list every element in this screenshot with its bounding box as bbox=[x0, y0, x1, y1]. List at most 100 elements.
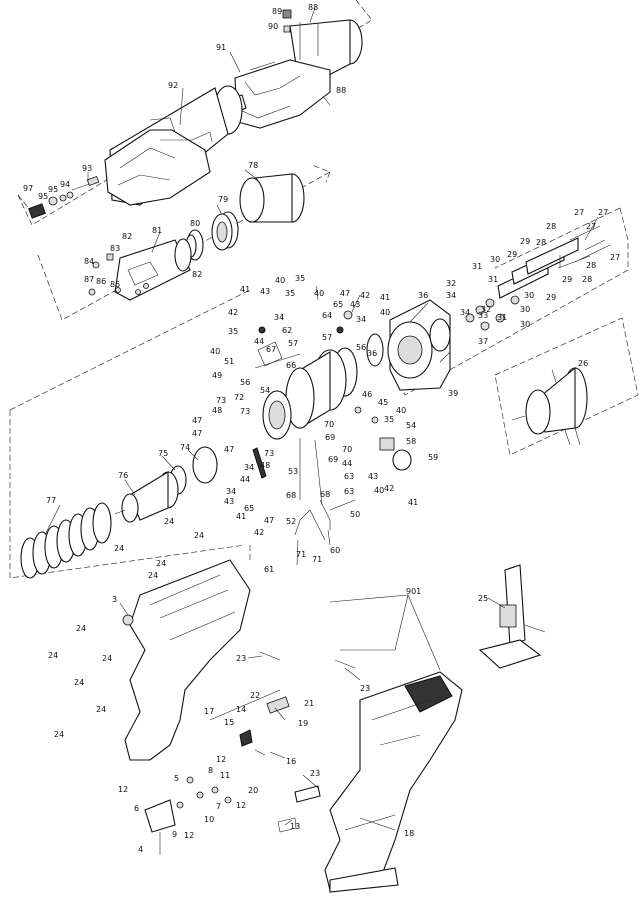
label-40: 40 bbox=[396, 406, 406, 415]
label-16: 16 bbox=[286, 757, 296, 766]
label-66: 66 bbox=[286, 361, 296, 370]
label-24: 24 bbox=[96, 705, 106, 714]
label-71: 71 bbox=[296, 550, 306, 559]
label-30: 30 bbox=[490, 255, 500, 264]
part-92-head-housing bbox=[104, 85, 243, 206]
label-28: 28 bbox=[546, 222, 556, 231]
label-62: 62 bbox=[282, 326, 292, 335]
label-41: 41 bbox=[240, 285, 250, 294]
part-39-cylinder-block bbox=[366, 299, 451, 391]
label-32: 32 bbox=[481, 305, 491, 314]
label-95: 95 bbox=[48, 185, 58, 194]
label-31: 31 bbox=[488, 275, 498, 284]
label-29: 29 bbox=[520, 237, 530, 246]
label-73: 73 bbox=[240, 407, 250, 416]
label-47: 47 bbox=[340, 289, 350, 298]
label-28: 28 bbox=[582, 275, 592, 284]
label-46: 46 bbox=[362, 390, 372, 399]
label-78: 78 bbox=[248, 161, 258, 170]
label-59: 59 bbox=[428, 453, 438, 462]
label-48: 48 bbox=[212, 406, 222, 415]
label-42: 42 bbox=[360, 291, 370, 300]
label-40: 40 bbox=[314, 289, 324, 298]
label-37: 37 bbox=[478, 337, 488, 346]
label-35: 35 bbox=[285, 289, 295, 298]
label-27: 27 bbox=[610, 253, 620, 262]
label-43: 43 bbox=[224, 497, 234, 506]
label-24: 24 bbox=[156, 559, 166, 568]
label-41: 41 bbox=[408, 498, 418, 507]
part-78-cover bbox=[239, 173, 305, 223]
parts-27-34-pistons bbox=[465, 225, 611, 331]
label-76: 76 bbox=[118, 471, 128, 480]
label-65: 65 bbox=[333, 300, 343, 309]
label-24: 24 bbox=[102, 654, 112, 663]
label-97: 97 bbox=[23, 184, 33, 193]
label-901: 901 bbox=[406, 587, 421, 596]
label-24: 24 bbox=[76, 624, 86, 633]
label-27: 27 bbox=[586, 222, 596, 231]
label-23: 23 bbox=[310, 769, 320, 778]
label-82: 82 bbox=[122, 232, 132, 241]
label-56: 56 bbox=[240, 378, 250, 387]
part-81-crank-housing bbox=[88, 238, 192, 301]
label-11: 11 bbox=[220, 771, 230, 780]
label-40: 40 bbox=[275, 276, 285, 285]
label-14: 14 bbox=[236, 705, 246, 714]
label-40: 40 bbox=[374, 486, 384, 495]
label-34: 34 bbox=[446, 291, 456, 300]
label-23: 23 bbox=[360, 684, 370, 693]
part-79-ring bbox=[211, 211, 239, 251]
label-30: 30 bbox=[520, 320, 530, 329]
label-90: 90 bbox=[268, 22, 278, 31]
label-20: 20 bbox=[248, 786, 258, 795]
label-86: 86 bbox=[96, 277, 106, 286]
part-26-motor bbox=[511, 366, 588, 446]
label-23: 23 bbox=[236, 654, 246, 663]
label-42: 42 bbox=[228, 308, 238, 317]
label-73: 73 bbox=[264, 449, 274, 458]
label-35: 35 bbox=[228, 327, 238, 336]
label-24: 24 bbox=[194, 531, 204, 540]
part-76-piston bbox=[114, 471, 179, 523]
label-80: 80 bbox=[190, 219, 200, 228]
label-45: 45 bbox=[378, 398, 388, 407]
label-85: 85 bbox=[110, 280, 120, 289]
label-41: 41 bbox=[236, 512, 246, 521]
leader-lines bbox=[44, 7, 599, 855]
label-44: 44 bbox=[240, 475, 250, 484]
label-77: 77 bbox=[46, 496, 56, 505]
label-71: 71 bbox=[312, 555, 322, 564]
label-88: 88 bbox=[336, 86, 346, 95]
label-65: 65 bbox=[244, 504, 254, 513]
label-47: 47 bbox=[192, 429, 202, 438]
label-17: 17 bbox=[204, 707, 214, 716]
label-33: 33 bbox=[478, 311, 488, 320]
label-24: 24 bbox=[48, 651, 58, 660]
label-4: 4 bbox=[138, 845, 143, 854]
label-24: 24 bbox=[114, 544, 124, 553]
label-7: 7 bbox=[216, 802, 221, 811]
part-901-main-housing bbox=[124, 559, 463, 893]
label-57: 57 bbox=[322, 333, 332, 342]
part-25-switch-board bbox=[478, 564, 546, 669]
label-47: 47 bbox=[192, 416, 202, 425]
label-22: 22 bbox=[250, 691, 260, 700]
label-67: 67 bbox=[266, 345, 276, 354]
label-29: 29 bbox=[546, 293, 556, 302]
label-51: 51 bbox=[224, 357, 234, 366]
label-50: 50 bbox=[350, 510, 360, 519]
label-68: 68 bbox=[320, 490, 330, 499]
label-79: 79 bbox=[218, 195, 228, 204]
label-43: 43 bbox=[368, 472, 378, 481]
label-31: 31 bbox=[472, 262, 482, 271]
label-56: 56 bbox=[356, 343, 366, 352]
label-30: 30 bbox=[520, 305, 530, 314]
label-88: 88 bbox=[308, 3, 318, 12]
label-34: 34 bbox=[244, 463, 254, 472]
label-63: 63 bbox=[344, 472, 354, 481]
parts-93-97-pins bbox=[28, 175, 100, 219]
part-labels: 89 88 90 91 92 88 93 97 95 95 94 78 79 8… bbox=[23, 3, 620, 854]
part-3 bbox=[122, 614, 134, 626]
